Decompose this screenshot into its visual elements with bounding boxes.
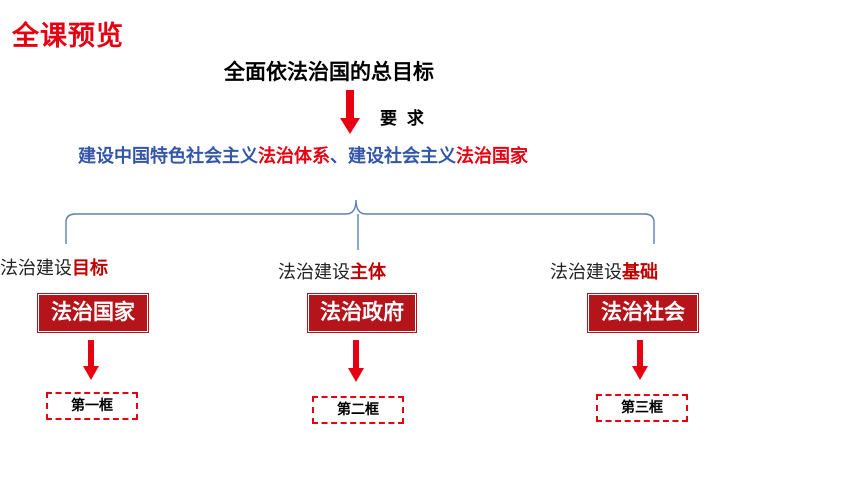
branch-arrow-icon: [83, 340, 99, 380]
branch-label-subject: 法治建设主体: [278, 258, 386, 284]
branch-arrow-icon: [632, 340, 648, 380]
branch-label-goal: 法治建设目标: [0, 254, 108, 280]
section-label-3: 第三框: [596, 394, 688, 422]
branch-label-prefix: 法治建设: [550, 262, 622, 283]
branch-label-highlight: 基础: [622, 262, 658, 283]
requirement-line: 建设中国特色社会主义法治体系、建设社会主义法治国家: [78, 142, 528, 168]
branch-label-prefix: 法治建设: [0, 258, 72, 279]
requirement-part-2: 法治体系: [258, 146, 330, 167]
section-label-1: 第一框: [46, 392, 138, 420]
branch-label-highlight: 目标: [72, 258, 108, 279]
branch-box-rule-of-law-government: 法治政府: [307, 293, 417, 333]
requirement-part-3: 、建设社会主义: [330, 146, 456, 167]
brace-icon: [65, 199, 655, 244]
branch-box-rule-of-law-society: 法治社会: [587, 293, 699, 333]
requirement-word: 要 求: [380, 109, 426, 129]
requirement-part-4: 法治国家: [456, 146, 528, 167]
page-title: 全课预览: [12, 21, 124, 52]
requirement-part-1: 建设中国特色社会主义: [78, 146, 258, 167]
overall-goal: 全面依法治国的总目标: [224, 60, 434, 84]
section-label-2: 第二框: [312, 396, 404, 424]
branch-arrow-icon: [348, 340, 364, 382]
branch-label-highlight: 主体: [350, 262, 386, 283]
branch-box-rule-of-law-country: 法治国家: [37, 293, 149, 333]
main-down-arrow-icon: [340, 90, 360, 134]
branch-label-prefix: 法治建设: [278, 262, 350, 283]
branch-label-foundation: 法治建设基础: [550, 258, 658, 284]
